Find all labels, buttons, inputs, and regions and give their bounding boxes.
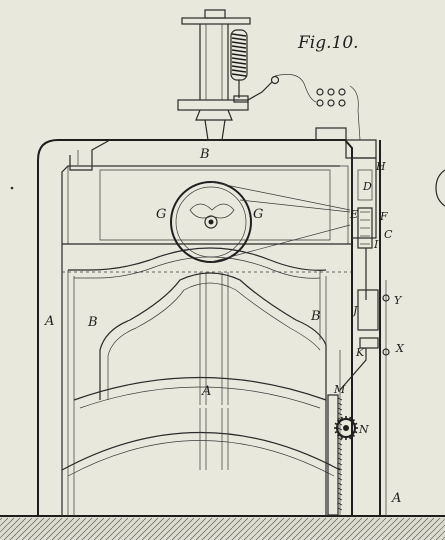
label-M: M — [333, 383, 346, 396]
label-K: K — [355, 346, 365, 359]
top-governor — [177, 9, 317, 141]
label-N: N — [358, 423, 369, 436]
label-G-left: G — [156, 207, 166, 222]
label-X: X — [395, 342, 405, 355]
valve-mechanism — [315, 85, 390, 391]
pulley-G — [170, 181, 351, 263]
label-F: F — [379, 210, 388, 223]
label-H: H — [375, 160, 386, 173]
figure-title: Fig.10. — [297, 33, 359, 53]
label-G-right: G — [253, 207, 263, 222]
label-Y: Y — [394, 294, 403, 307]
label-A-left: A — [44, 314, 54, 329]
label-C: C — [384, 228, 393, 241]
label-E: E — [349, 208, 358, 221]
label-B-left: B — [87, 315, 98, 330]
ground-hatch — [0, 515, 445, 540]
label-B-right: B — [310, 309, 321, 324]
stray-dot — [10, 186, 14, 190]
label-J: J — [351, 304, 358, 317]
label-D: D — [362, 180, 372, 193]
main-frame — [37, 139, 387, 516]
label-B-top: B — [199, 147, 210, 162]
rack-and-pinion — [327, 394, 358, 516]
label-A-center: A — [201, 384, 211, 399]
adjacent-figure-edge — [435, 169, 445, 207]
label-I: I — [373, 238, 379, 251]
label-A-bottom: A — [391, 491, 401, 506]
